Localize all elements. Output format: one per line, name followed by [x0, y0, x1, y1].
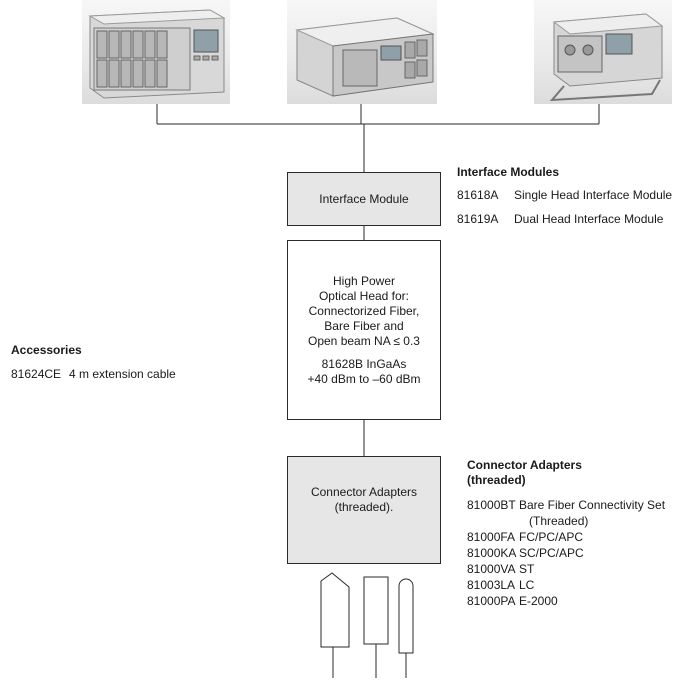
instrument-photo-left	[82, 0, 230, 104]
part-description: SC/PC/APC	[519, 546, 584, 560]
accessories-heading: Accessories	[11, 343, 82, 357]
part-description: (Threaded)	[529, 514, 589, 528]
accessories-list: Accessories 81624CE 4 m extension cable	[11, 343, 176, 382]
list-item: 81000FA FC/PC/APC	[467, 529, 665, 545]
list-item: 81000VA ST	[467, 561, 665, 577]
optical-head-model: 81628B InGaAs	[321, 356, 407, 371]
part-description: E-2000	[519, 594, 558, 608]
mainframe-4-slot-illustration	[295, 17, 435, 97]
part-number: 81618A	[457, 188, 499, 202]
part-number: 81000VA	[467, 562, 516, 576]
optical-head-line: Optical Head for:	[318, 288, 410, 303]
part-number	[467, 513, 529, 529]
part-number: 81624CE	[11, 367, 62, 381]
connector-adapters-subheading: (threaded)	[467, 473, 526, 487]
connector-adapters-box: Connector Adapters (threaded).	[287, 456, 441, 564]
list-item: 81000KA SC/PC/APC	[467, 545, 665, 561]
connector-box-line: (threaded).	[334, 500, 394, 514]
part-number: 81000KA	[467, 546, 517, 560]
list-item: 81618A Single Head Interface Module	[457, 187, 672, 203]
part-description: 4 m extension cable	[69, 367, 176, 381]
part-number: 81000BT	[467, 498, 516, 512]
part-number: 81000FA	[467, 530, 516, 544]
optical-head-line: High Power	[332, 273, 396, 288]
mainframe-2-slot-illustration	[549, 13, 664, 102]
optical-head-line: Bare Fiber and	[324, 318, 404, 333]
connector-adapters-heading: Connector Adapters	[467, 458, 582, 472]
interface-module-label: Interface Module	[319, 191, 409, 206]
interface-modules-heading: Interface Modules	[457, 165, 560, 179]
mainframe-8-slot-illustration	[88, 9, 226, 99]
adapter-st-drawing	[398, 578, 414, 654]
connector-box-line: Connector Adapters	[310, 485, 418, 499]
adapter-fc-drawing	[320, 572, 350, 648]
connector-adapters-list: Connector Adapters (threaded) 81000BT Ba…	[467, 458, 665, 609]
list-item: 81000PA E-2000	[467, 593, 665, 609]
part-description: Bare Fiber Connectivity Set	[519, 498, 666, 512]
part-description: Dual Head Interface Module	[514, 212, 664, 226]
list-item: 81003LA LC	[467, 577, 665, 593]
list-item: (Threaded)	[467, 513, 665, 529]
part-description: ST	[519, 562, 535, 576]
interface-modules-list: Interface Modules 81618A Single Head Int…	[457, 165, 672, 227]
instrument-photo-right	[534, 0, 672, 104]
part-number: 81619A	[457, 212, 499, 226]
optical-head-range: +40 dBm to –60 dBm	[307, 371, 421, 386]
list-item: 81000BT Bare Fiber Connectivity Set	[467, 497, 665, 513]
part-number: 81003LA	[467, 578, 516, 592]
optical-head-line: Open beam NA ≤ 0.3	[308, 333, 420, 348]
adapter-sc-drawing	[363, 576, 389, 645]
instrument-photo-middle	[287, 0, 437, 104]
part-description: FC/PC/APC	[519, 530, 584, 544]
interface-module-box: Interface Module	[287, 172, 441, 226]
optical-head-line: Connectorized Fiber,	[308, 303, 420, 318]
optical-head-box: High Power Optical Head for: Connectoriz…	[287, 240, 441, 420]
list-item: 81619A Dual Head Interface Module	[457, 211, 672, 227]
list-item: 81624CE 4 m extension cable	[11, 366, 176, 382]
part-description: LC	[519, 578, 535, 592]
part-number: 81000PA	[467, 594, 516, 608]
part-description: Single Head Interface Module	[514, 188, 673, 202]
